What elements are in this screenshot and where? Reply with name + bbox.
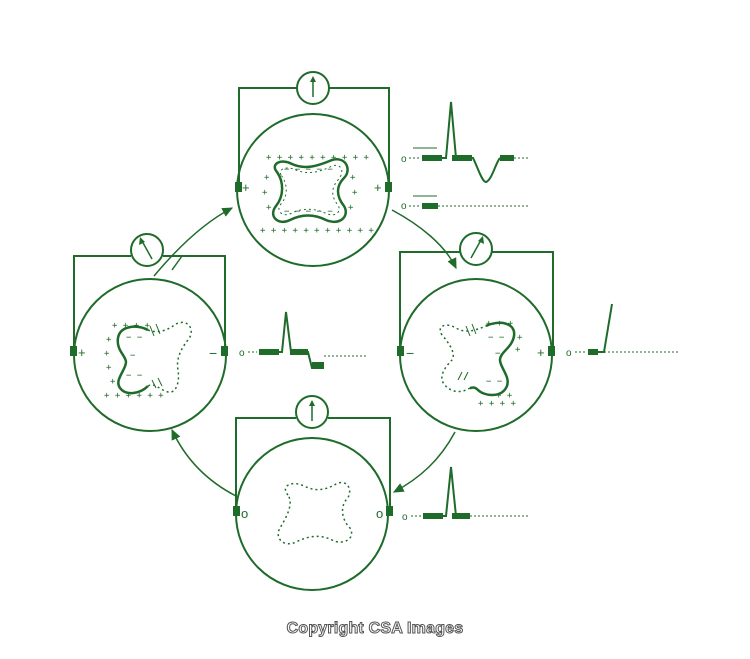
electrode-label-left-top: + <box>242 180 250 195</box>
charge-minus-marks-top: − − − − − − − − − − <box>284 165 333 217</box>
charge-plus-marks-right: + + + ++ + + + + + + <box>478 319 523 409</box>
svg-text:+: + <box>110 377 116 387</box>
svg-text:−: − <box>130 351 136 361</box>
trace-right: o <box>566 303 680 359</box>
svg-text:+ + + + + +: + + + + + + <box>104 391 164 401</box>
charge-plus-marks-top: + + + + + + + + + + + + + + + + + + + + … <box>260 153 374 236</box>
trace-top-upper: o <box>401 101 530 184</box>
stage-left: + + + + +++ ++ + + + + + − −−− − + − o <box>70 233 366 432</box>
cell-shape-right-solid <box>469 321 516 397</box>
electrode-left-bottom <box>233 506 240 516</box>
svg-text:+: + <box>517 333 523 343</box>
trace-zero-label: o <box>239 348 245 359</box>
stage-bottom: o o o <box>233 395 530 591</box>
svg-text:+: + <box>106 335 112 345</box>
svg-text:− −: − − <box>488 333 505 343</box>
arrow-bottom-to-left <box>171 428 237 497</box>
wire-top <box>238 87 390 185</box>
svg-text:− −: − − <box>486 377 503 387</box>
tissue-circle-right <box>399 278 553 432</box>
electrode-label-left-right: − <box>406 345 414 361</box>
svg-text:−: − <box>495 349 501 359</box>
trace-zero-label: o <box>401 201 407 212</box>
charge-minus-marks-right: − − − − − <box>486 333 505 387</box>
svg-text:+: + <box>348 203 354 213</box>
trace-zero-label: o <box>402 512 408 523</box>
svg-text:+ +: + + <box>496 391 513 401</box>
trace-left: o <box>239 311 366 369</box>
copyright-watermark: Copyright CSA Images <box>286 620 464 638</box>
svg-text:− − − − −: − − − − − <box>284 165 333 175</box>
excitation-front-marks-left <box>149 323 163 389</box>
electrode-label-right-top: + <box>374 180 382 195</box>
excitation-front-marks-right <box>457 323 477 381</box>
cell-inner-top <box>278 164 343 216</box>
charge-plus-marks-left: + + + + +++ ++ + + + + + <box>104 321 164 401</box>
svg-text:+ + + +: + + + + <box>112 321 151 331</box>
svg-text:+: + <box>266 203 272 213</box>
electrode-label-right-right: + <box>537 345 545 360</box>
electrode-label-right-bottom: o <box>376 506 383 521</box>
galvanometer-dial-icon <box>296 71 330 105</box>
stage-right: + + + ++ + + + + + + − −−− − − + o <box>397 232 680 432</box>
arrow-left-to-top <box>153 207 234 277</box>
electrode-left-top <box>235 182 242 192</box>
charge-minus-marks-left: − − − − − <box>126 333 143 381</box>
electrode-left-right <box>397 346 404 356</box>
svg-text:− −: − − <box>126 371 143 381</box>
arrow-slash-mark <box>171 255 183 271</box>
svg-text:+ + + + + + + + + + +: + + + + + + + + + + + <box>260 226 374 236</box>
stage-top: + + + + + + + + + + + + + + + + + + + + … <box>235 71 530 267</box>
svg-text:+: + <box>352 188 358 198</box>
galvanometer-dial-icon <box>295 395 329 429</box>
svg-text:+: + <box>264 173 270 183</box>
wire-bottom <box>235 417 391 509</box>
svg-text:+: + <box>104 349 110 359</box>
svg-text:+ + + +: + + + + <box>478 399 517 409</box>
svg-text:+: + <box>106 363 112 373</box>
svg-text:+: + <box>515 345 521 355</box>
electrode-label-left-left: + <box>78 345 86 360</box>
electrode-label-right-left: − <box>209 345 217 361</box>
trace-bottom: o <box>402 466 530 523</box>
electrode-label-left-bottom: o <box>241 506 248 521</box>
cycle-arrows <box>153 207 457 497</box>
wire-right <box>399 251 554 350</box>
cell-shape-left-dotted <box>147 321 192 393</box>
svg-text:+: + <box>350 173 356 183</box>
electrode-right-right <box>548 346 555 356</box>
arrow-right-to-bottom <box>392 431 456 493</box>
cell-shape-top <box>271 158 349 223</box>
svg-text:− −: − − <box>126 333 143 343</box>
tissue-circle-bottom <box>235 437 389 591</box>
galvanometer-dial-icon <box>130 233 164 267</box>
arrow-top-to-right <box>391 209 457 270</box>
cell-shape-right-dotted <box>439 324 487 393</box>
cell-shape-bottom <box>277 481 353 545</box>
cell-shape-left-solid <box>116 325 149 395</box>
svg-text:+ + +: + + + <box>486 319 514 329</box>
wire-left <box>73 255 226 350</box>
svg-text:+ + + + + + + + + +: + + + + + + + + + + <box>266 153 370 163</box>
electrode-right-top <box>385 182 392 192</box>
tissue-circle-top <box>236 113 390 267</box>
electrode-right-bottom <box>386 506 393 516</box>
trace-zero-label: o <box>401 154 407 165</box>
svg-text:− − − − −: − − − − − <box>284 207 333 217</box>
trace-top-lower: o <box>401 195 530 212</box>
electrode-left-left <box>70 346 77 356</box>
galvanometer-dial-icon <box>459 232 493 266</box>
tissue-circle-left <box>73 278 227 432</box>
trace-zero-label: o <box>566 348 572 359</box>
electrode-right-left <box>221 346 228 356</box>
svg-text:+: + <box>262 188 268 198</box>
